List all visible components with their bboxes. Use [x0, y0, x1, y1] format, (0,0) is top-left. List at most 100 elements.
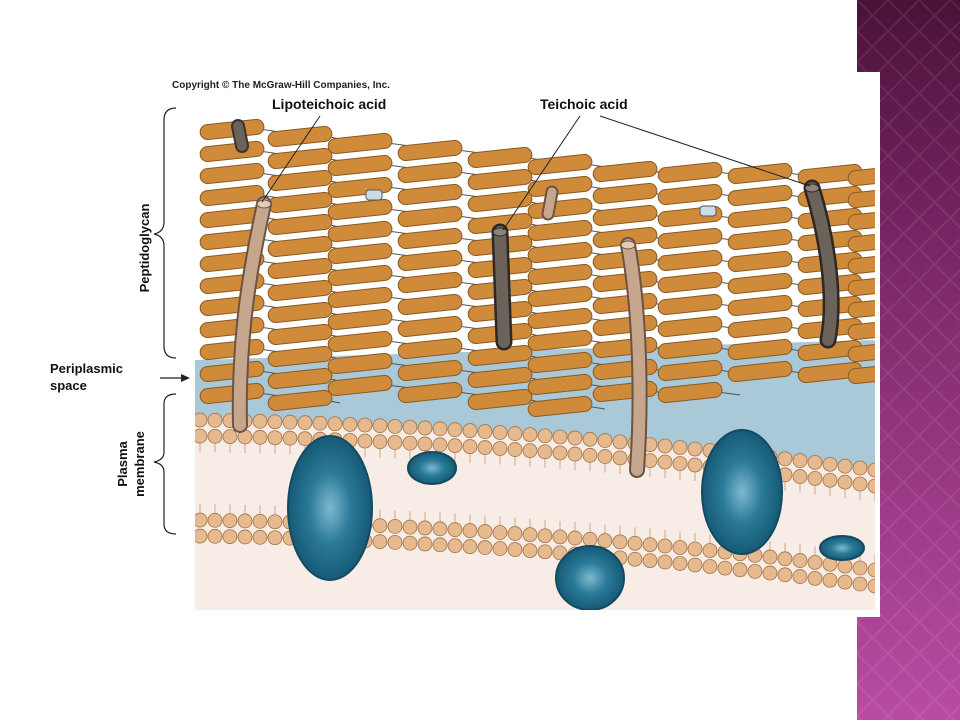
- lipid-head: [492, 525, 508, 540]
- glycan-strand: [847, 274, 875, 297]
- lipid-head: [852, 460, 868, 476]
- lipid-head: [537, 544, 553, 560]
- glycan-strand: [727, 272, 793, 295]
- lipid-head: [417, 420, 433, 436]
- lipid-head: [237, 513, 253, 529]
- lipid-head: [195, 428, 208, 444]
- glycan-strand: [327, 308, 393, 331]
- lipid-head: [372, 434, 388, 450]
- glycan-strand: [847, 230, 875, 253]
- glycan-strand: [199, 184, 265, 207]
- lipid-head: [582, 531, 598, 547]
- plasma-membrane-bracket: [153, 393, 177, 535]
- lipid-head: [852, 476, 868, 492]
- lipid-head: [207, 412, 223, 428]
- lipid-head: [837, 574, 853, 590]
- lipid-head: [267, 414, 283, 430]
- membrane-protein: [701, 429, 783, 555]
- lipid-head: [852, 560, 868, 576]
- glycan-strand: [527, 351, 593, 374]
- lipid-head: [207, 528, 223, 544]
- lipid-head: [777, 551, 793, 567]
- lipid-head: [867, 578, 875, 594]
- lipid-head: [477, 424, 493, 439]
- lipid-head: [837, 558, 853, 574]
- lipid-head: [867, 478, 875, 494]
- lipid-head: [672, 556, 688, 571]
- glycan-strand: [267, 279, 333, 302]
- glycan-strand: [727, 206, 793, 229]
- lipid-head: [582, 447, 598, 463]
- lipid-head: [777, 451, 793, 467]
- glycan-strand: [847, 296, 875, 319]
- lipid-head: [597, 533, 613, 548]
- lipid-head: [687, 557, 703, 573]
- glycan-strand: [267, 367, 333, 390]
- glycan-strand: [199, 162, 265, 185]
- glycan-strand: [397, 161, 463, 184]
- membrane-protein: [819, 535, 865, 561]
- lipid-head: [387, 535, 403, 550]
- glycan-strand: [397, 381, 463, 404]
- lipid-head: [507, 526, 523, 541]
- lipid-head: [627, 535, 643, 551]
- lipid-head: [792, 453, 808, 468]
- glycan-strand: [592, 204, 658, 227]
- glycan-strand: [397, 205, 463, 228]
- glycan-strand: [847, 340, 875, 363]
- membrane-protein: [407, 451, 457, 485]
- lipid-head: [297, 415, 313, 431]
- glycan-strand: [527, 329, 593, 352]
- lipid-head: [672, 440, 688, 455]
- glycan-strand: [267, 213, 333, 236]
- lipid-head: [402, 519, 418, 535]
- lipid-head: [462, 439, 478, 454]
- lipid-head: [342, 416, 358, 432]
- lipid-head: [522, 527, 538, 543]
- glycan-strand: [327, 330, 393, 353]
- glycan-strand: [327, 220, 393, 243]
- glycan-strand: [267, 389, 333, 412]
- glycan-strand: [467, 146, 533, 169]
- lipid-head: [777, 567, 793, 583]
- lipoteichoic-acid-label: Lipoteichoic acid: [272, 96, 386, 112]
- lipid-head: [432, 437, 448, 453]
- glycan-strand: [657, 183, 723, 206]
- lipid-head: [822, 472, 838, 488]
- lipid-head: [222, 429, 238, 445]
- peptidoglycan-bracket: [153, 107, 177, 359]
- lipid-head: [477, 540, 493, 555]
- lipid-head: [477, 440, 493, 455]
- lipid-head: [867, 562, 875, 578]
- lipid-head: [537, 428, 553, 444]
- glycan-strand: [327, 154, 393, 177]
- lipid-head: [522, 543, 538, 559]
- glycan-strand: [727, 294, 793, 317]
- lipid-head: [717, 560, 733, 576]
- lipid-head: [522, 427, 538, 443]
- glycan-strand: [657, 337, 723, 360]
- lipid-head: [597, 449, 613, 464]
- lipid-head: [612, 434, 628, 450]
- glycan-strand: [727, 316, 793, 339]
- glycan-strand: [592, 292, 658, 315]
- lipid-head: [582, 431, 598, 447]
- lipid-head: [372, 518, 388, 534]
- lipid-head: [252, 413, 268, 429]
- lipid-head: [417, 536, 433, 552]
- lipid-head: [282, 414, 298, 430]
- teichoic-acid-label: Teichoic acid: [540, 96, 628, 112]
- glycan-strand: [397, 249, 463, 272]
- glycan-strand: [847, 252, 875, 275]
- lipid-head: [507, 426, 523, 441]
- glycan-strand: [527, 153, 593, 176]
- label-pointer: [261, 115, 321, 203]
- lipid-head: [687, 541, 703, 557]
- peptidoglycan-layer: [199, 118, 875, 418]
- lipid-head: [387, 519, 403, 534]
- glycan-strand: [267, 301, 333, 324]
- lipid-head: [672, 456, 688, 471]
- glycan-strand: [657, 161, 723, 184]
- lipid-head: [417, 520, 433, 536]
